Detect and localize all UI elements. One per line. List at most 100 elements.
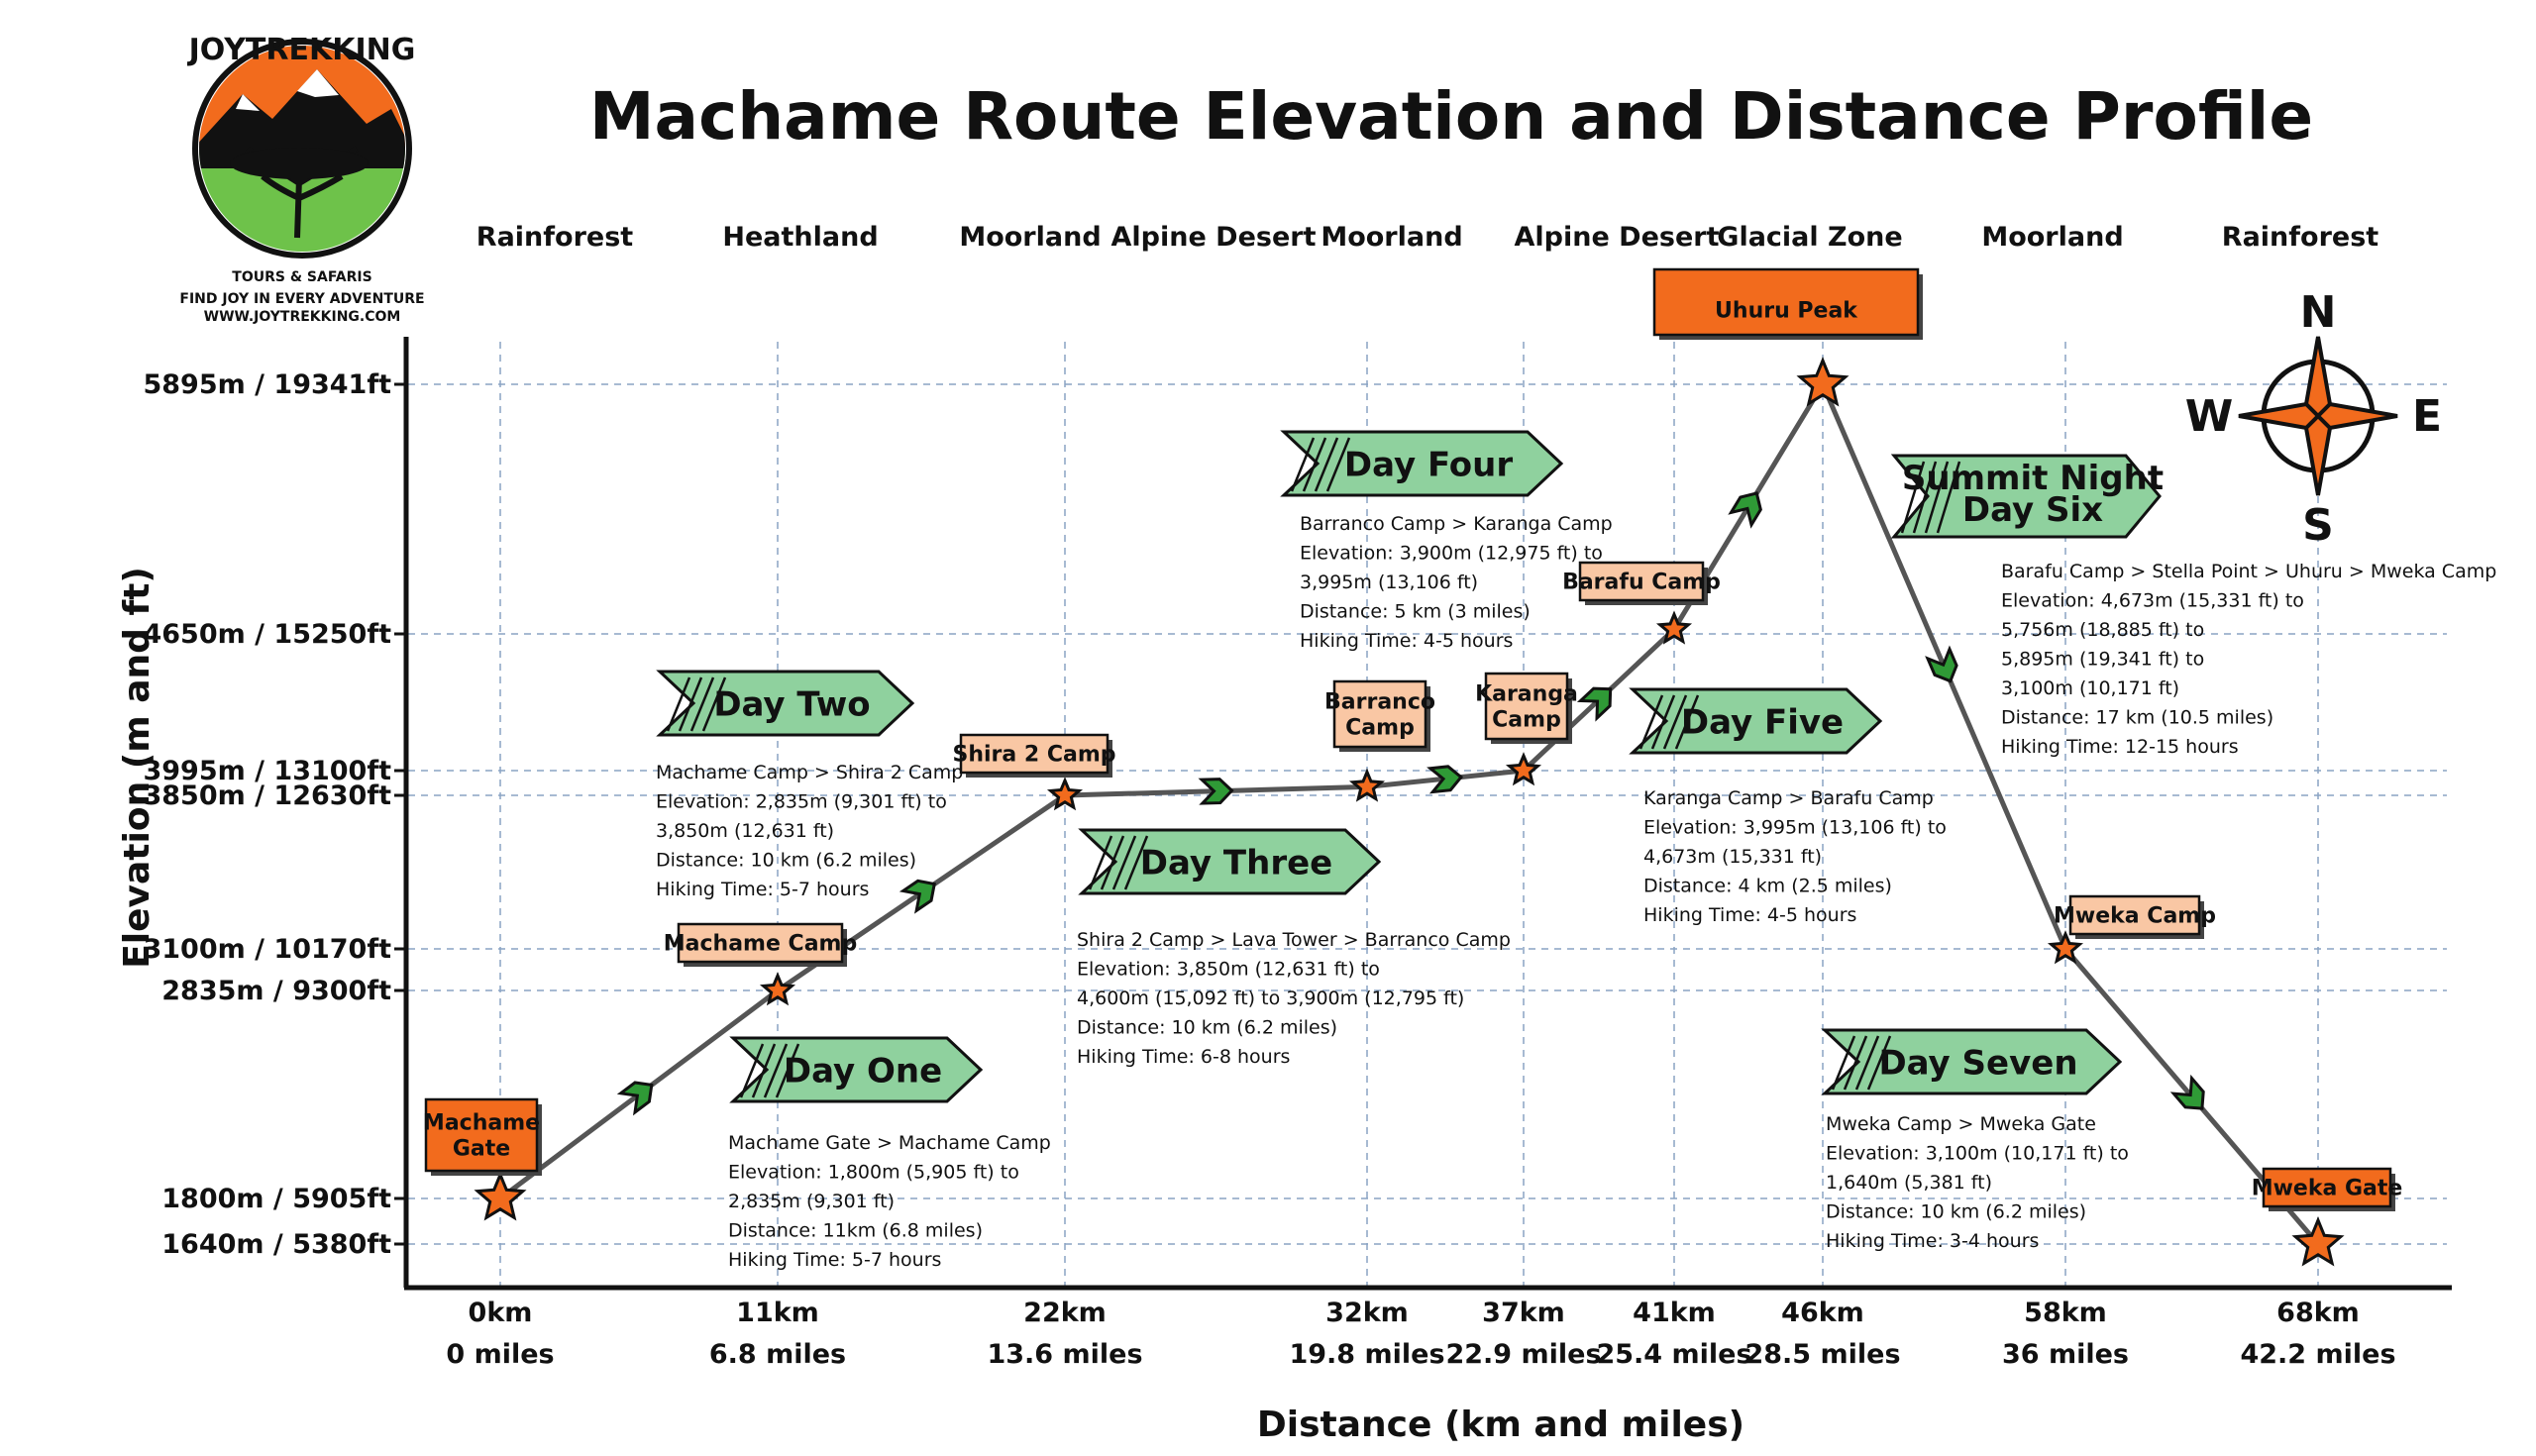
banner-hatch bbox=[1290, 437, 1316, 492]
x-tick-km: 22km bbox=[1023, 1298, 1107, 1328]
day-info-line: 3,995m (13,106 ft) bbox=[1300, 572, 1478, 593]
day-title: Day Two bbox=[713, 685, 870, 725]
y-axis-label: Elevation (m and ft) bbox=[117, 567, 158, 969]
camp-label-text: Karanga bbox=[1475, 682, 1578, 707]
day-info-line: Barranco Camp > Karanga Camp bbox=[1300, 513, 1613, 535]
y-tick-label: 3100m / 10170ft bbox=[143, 934, 391, 965]
x-tick-miles: 25.4 miles bbox=[1596, 1339, 1751, 1370]
camp-label-text: Mweka Gate bbox=[2252, 1177, 2403, 1201]
star-marker-icon bbox=[1046, 777, 1084, 811]
banner-hatch bbox=[1854, 1035, 1880, 1091]
zone-label: Heathland bbox=[722, 222, 878, 253]
camp-label-box bbox=[1332, 679, 1427, 749]
logo-brand: JOYTREKKING bbox=[187, 33, 416, 67]
direction-arrow-icon bbox=[1426, 765, 1464, 794]
camp-label-box bbox=[2068, 894, 2201, 936]
day-info-line: Hiking Time: 3-4 hours bbox=[1826, 1230, 2039, 1252]
day-info-line: Karanga Camp > Barafu Camp bbox=[1643, 787, 1934, 809]
star-marker-icon bbox=[1796, 357, 1849, 407]
direction-arrow-icon bbox=[1728, 491, 1762, 529]
camp-label-text: Gate bbox=[453, 1137, 510, 1162]
direction-arrows bbox=[616, 491, 2205, 1116]
banner-hatch bbox=[1831, 1035, 1856, 1091]
compass-n: N bbox=[2300, 287, 2337, 338]
zone-label: Moorland bbox=[959, 222, 1101, 253]
x-tick-miles: 22.9 miles bbox=[1445, 1339, 1601, 1370]
x-tick-km: 41km bbox=[1633, 1298, 1716, 1328]
camp-label-text: Machame bbox=[423, 1111, 540, 1136]
banner-hatch bbox=[1100, 835, 1125, 890]
camp-label-text: Camp bbox=[1345, 716, 1415, 741]
x-tick-miles: 0 miles bbox=[446, 1339, 554, 1370]
banner-hatch bbox=[775, 1043, 800, 1098]
day-info-line: Hiking Time: 12-15 hours bbox=[2001, 736, 2239, 758]
compass-s: S bbox=[2302, 500, 2334, 551]
day-info-line: Distance: 4 km (2.5 miles) bbox=[1643, 876, 1892, 897]
day-info-line: Elevation: 1,800m (5,905 ft) to bbox=[728, 1162, 1019, 1184]
banner-hatch bbox=[1912, 461, 1938, 534]
day-banner bbox=[1890, 454, 2162, 539]
banner-hatch bbox=[1650, 694, 1676, 750]
x-tick-miles: 42.2 miles bbox=[2240, 1339, 2395, 1370]
day-info-line: Distance: 11km (6.8 miles) bbox=[728, 1220, 983, 1242]
star-marker-icon bbox=[1505, 752, 1542, 786]
day-banner bbox=[656, 670, 915, 737]
banner-hatch bbox=[1900, 461, 1926, 534]
day-info-line: Machame Camp > Shira 2 Camp bbox=[656, 762, 963, 783]
day-info-line: Machame Gate > Machame Camp bbox=[728, 1132, 1051, 1154]
day-info-line: Distance: 10 km (6.2 miles) bbox=[656, 850, 916, 872]
banner-hatch bbox=[1325, 437, 1351, 492]
day-info-line: Elevation: 2,835m (9,301 ft) to bbox=[656, 791, 947, 813]
x-tick-miles: 28.5 miles bbox=[1744, 1339, 1900, 1370]
camp-label-text: Mweka Camp bbox=[2054, 904, 2216, 929]
banner-hatch bbox=[1843, 1035, 1868, 1091]
x-tick-miles: 36 miles bbox=[2002, 1339, 2129, 1370]
day-info-line: 5,895m (19,341 ft) to bbox=[2001, 649, 2204, 671]
banner-hatch bbox=[1088, 835, 1113, 890]
day-info-line: Mweka Camp > Mweka Gate bbox=[1826, 1113, 2096, 1135]
x-tick-miles: 19.8 miles bbox=[1289, 1339, 1444, 1370]
x-tick-km: 46km bbox=[1781, 1298, 1864, 1328]
camp-label-box bbox=[2262, 1167, 2392, 1208]
x-tick-miles: 6.8 miles bbox=[709, 1339, 846, 1370]
x-axis-label: Distance (km and miles) bbox=[1257, 1404, 1744, 1445]
banner-hatch bbox=[1924, 461, 1950, 534]
banner-hatch bbox=[678, 676, 703, 732]
day-info-line: Elevation: 3,100m (10,171 ft) to bbox=[1826, 1143, 2129, 1165]
logo-subtitle: TOURS & SAFARIS bbox=[232, 269, 371, 285]
banner-hatch bbox=[1123, 835, 1149, 890]
day-info-line: Elevation: 4,673m (15,331 ft) to bbox=[2001, 590, 2304, 612]
camp-label-text: Shira 2 Camp bbox=[952, 743, 1115, 768]
banner-hatch bbox=[689, 676, 715, 732]
banner-hatch bbox=[1866, 1035, 1892, 1091]
day-title: Day Five bbox=[1681, 703, 1844, 743]
zone-label: Rainforest bbox=[2222, 222, 2378, 253]
banner-hatch bbox=[1314, 437, 1339, 492]
day-title: Day One bbox=[784, 1052, 942, 1092]
camp-label-box bbox=[677, 922, 844, 964]
joytrekking-logo: JOYTREKKING TOURS & SAFARIS FIND JOY IN … bbox=[179, 33, 424, 325]
y-tick-label: 5895m / 19341ft bbox=[143, 369, 391, 400]
y-tick-label: 4650m / 15250ft bbox=[143, 619, 391, 650]
banner-hatch bbox=[701, 676, 727, 732]
day-info-line: Distance: 17 km (10.5 miles) bbox=[2001, 707, 2273, 729]
chart-title: Machame Route Elevation and Distance Pro… bbox=[589, 78, 2313, 155]
day-info-line: Barafu Camp > Stella Point > Uhuru > Mwe… bbox=[2001, 561, 2496, 582]
direction-arrow-icon bbox=[616, 1081, 654, 1116]
banner-hatch bbox=[1638, 694, 1664, 750]
day-info-line: 3,100m (10,171 ft) bbox=[2001, 677, 2179, 699]
day-info-line: Distance: 10 km (6.2 miles) bbox=[1077, 1017, 1337, 1039]
y-tick-label: 3850m / 12630ft bbox=[143, 780, 391, 811]
x-tick-miles: 13.6 miles bbox=[987, 1339, 1142, 1370]
day-info-line: 4,600m (15,092 ft) to 3,900m (12,795 ft) bbox=[1077, 988, 1464, 1009]
star-marker-icon bbox=[1655, 610, 1693, 645]
day-info-line: 3,850m (12,631 ft) bbox=[656, 820, 834, 842]
day-title: Day Six bbox=[1962, 490, 2103, 530]
banner-hatch bbox=[1662, 694, 1688, 750]
compass-icon: N S W E bbox=[2185, 287, 2442, 551]
direction-arrow-icon bbox=[898, 879, 936, 914]
